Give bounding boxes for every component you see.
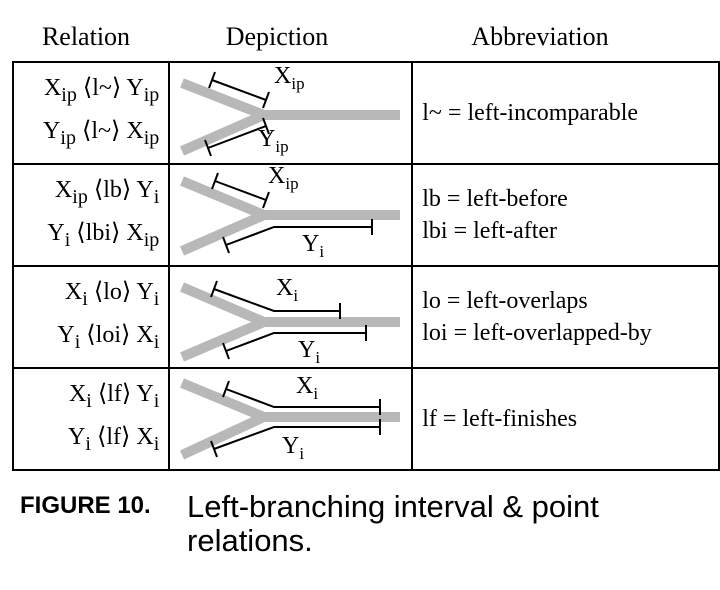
x-start-tick <box>208 71 217 89</box>
x-start-tick <box>222 380 231 398</box>
lower-branch <box>180 317 267 362</box>
x-interval-line <box>225 388 381 408</box>
depiction-cell: Xi Yi <box>168 265 414 369</box>
relation-line: Xip ⟨l~⟩ Yip <box>43 75 160 106</box>
y-label: Yi <box>298 337 320 367</box>
relation-cell: Xip ⟨l~⟩ Yip Yip ⟨l~⟩ Xip <box>11 61 171 165</box>
y-label: Yip <box>258 126 289 156</box>
abbreviation-line: lb = left-before <box>422 186 568 212</box>
relation-cell: Xi ⟨lf⟩ Yi Yi ⟨lf⟩ Xi <box>11 367 171 471</box>
x-end-tick <box>262 191 271 209</box>
upper-branch <box>180 378 401 422</box>
branch-diagram: Xi Yi <box>180 275 401 367</box>
abbreviation-cell: l~ = left-incomparable <box>411 61 720 165</box>
relations-table: Xip ⟨l~⟩ Yip Yip ⟨l~⟩ Xip Xip Yip l~ = l… <box>11 61 720 471</box>
lower-branch <box>180 210 267 256</box>
figure-number: FIGURE 10. <box>20 492 151 519</box>
abbreviation-cell: lb = left-before lbi = left-after <box>411 163 720 267</box>
caption-text: Left-branching interval & point relation… <box>187 489 599 558</box>
abbreviation-line: l~ = left-incomparable <box>422 100 639 126</box>
x-interval-line <box>211 79 267 101</box>
y-start-tick <box>222 342 231 360</box>
lower-branch <box>180 110 267 156</box>
table-row: Xi ⟨lo⟩ Yi Yi ⟨loi⟩ Xi Xi Yi lo = left-o… <box>11 265 720 369</box>
relation-line: Yi ⟨lbi⟩ Xip <box>47 220 160 251</box>
table-row: Xip ⟨l~⟩ Yip Yip ⟨l~⟩ Xip Xip Yip l~ = l… <box>11 61 720 165</box>
header-depiction: Depiction <box>225 22 329 51</box>
x-interval-line <box>214 180 267 201</box>
y-interval-line <box>213 426 381 450</box>
y-interval-line <box>225 332 367 352</box>
y-interval-line <box>207 125 267 149</box>
x-end-tick <box>262 91 271 109</box>
branch-diagram: Xi Yi <box>180 373 401 463</box>
x-start-tick <box>210 280 219 298</box>
abbreviation-line: loi = left-overlapped-by <box>422 320 652 346</box>
abbreviation-line: lf = left-finishes <box>422 406 578 432</box>
relation-line: Yi ⟨lf⟩ Xi <box>68 424 160 455</box>
x-label: Xip <box>268 165 299 193</box>
relation-line: Xi ⟨lf⟩ Yi <box>68 381 160 412</box>
x-label: Xi <box>276 275 298 305</box>
abbreviation-line: lo = left-overlaps <box>422 288 588 314</box>
y-start-tick <box>204 139 213 157</box>
header-relation: Relation <box>41 22 131 51</box>
table-row: Xi ⟨lf⟩ Yi Yi ⟨lf⟩ Xi Xi Yi lf = left-fi… <box>11 367 720 471</box>
header-abbreviation: Abbreviation <box>471 22 609 51</box>
x-interval-line <box>213 288 341 312</box>
depiction-cell: Xip Yi <box>168 163 414 267</box>
relation-line: Yip ⟨l~⟩ Xip <box>43 118 160 149</box>
branch-diagram: Xip Yi <box>180 165 401 261</box>
relation-line: Xip ⟨lb⟩ Yi <box>54 177 160 208</box>
relation-line: Xi ⟨lo⟩ Yi <box>64 279 160 310</box>
table-row: Xip ⟨lb⟩ Yi Yi ⟨lbi⟩ Xip Xip Yi lb = lef… <box>11 163 720 267</box>
x-label: Xi <box>296 373 318 403</box>
x-label: Xip <box>274 63 305 93</box>
y-start-tick <box>222 236 231 254</box>
relation-line: Yi ⟨loi⟩ Xi <box>57 322 160 353</box>
depiction-cell: Xip Yip <box>168 61 414 165</box>
y-label: Yi <box>302 231 324 261</box>
lower-branch <box>180 412 267 460</box>
x-start-tick <box>211 172 220 190</box>
depiction-cell: Xi Yi <box>168 367 414 471</box>
abbreviation-line: lbi = left-after <box>422 218 558 244</box>
y-end-tick <box>262 117 271 135</box>
abbreviation-cell: lo = left-overlaps loi = left-overlapped… <box>411 265 720 369</box>
abbreviation-cell: lf = left-finishes <box>411 367 720 471</box>
relation-cell: Xip ⟨lb⟩ Yi Yi ⟨lbi⟩ Xip <box>11 163 171 267</box>
y-interval-line <box>225 226 373 246</box>
y-start-tick <box>210 440 219 458</box>
relation-cell: Xi ⟨lo⟩ Yi Yi ⟨loi⟩ Xi <box>11 265 171 369</box>
y-label: Yi <box>282 433 304 463</box>
branch-diagram: Xip Yip <box>180 63 401 157</box>
